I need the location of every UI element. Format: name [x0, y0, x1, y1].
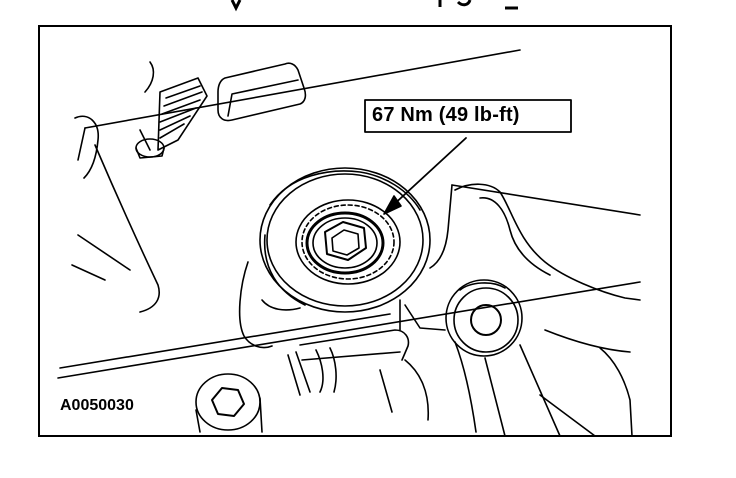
- figure-frame: [38, 25, 672, 437]
- callout-leader-arrow: [383, 137, 467, 215]
- engine-linework: [57, 49, 641, 437]
- round-boss-icon: [445, 279, 523, 357]
- figure-code: A0050030: [60, 397, 134, 414]
- cropped-header-fragments: [230, 0, 518, 12]
- idler-pulley-icon: [259, 167, 431, 313]
- hex-bolt-icon: [305, 211, 385, 275]
- lower-bolt-icon: [195, 373, 263, 433]
- threaded-stud-icon: [135, 77, 208, 159]
- callout-box: [364, 99, 572, 133]
- torque-spec-label: 67 Nm (49 lb-ft): [372, 104, 520, 126]
